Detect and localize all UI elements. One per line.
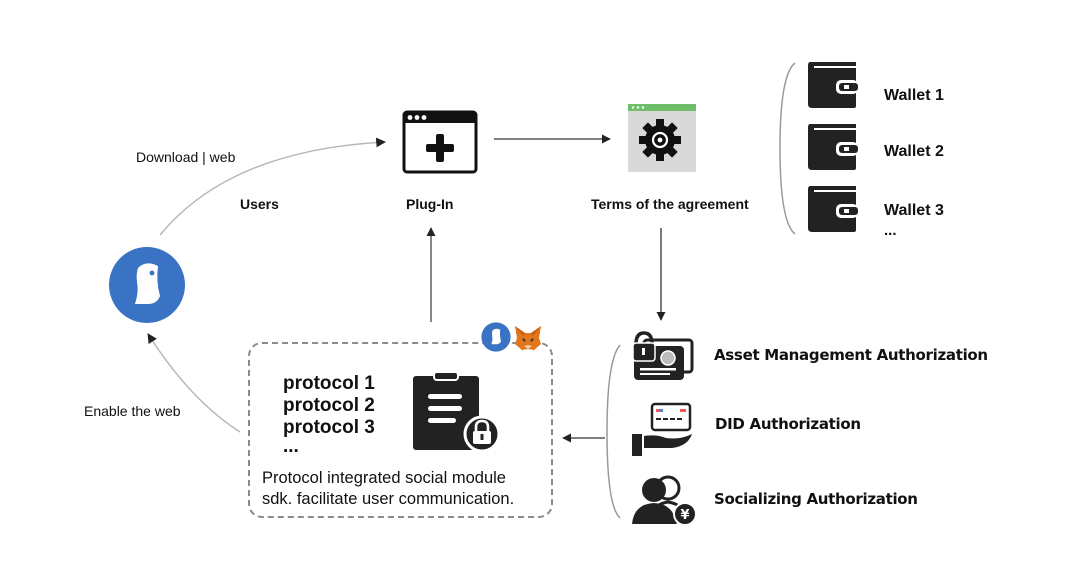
users-label: Users <box>240 196 279 212</box>
protocol-more: ... <box>283 436 299 457</box>
protocol-description-line1: Protocol integrated social module <box>262 469 506 487</box>
edge-label-enable-web: Enable the web <box>84 403 181 419</box>
users-logo-icon <box>108 246 186 324</box>
protocol-description-line2: sdk. facilitate user communication. <box>262 490 515 508</box>
wallet-label-2: Wallet 2 <box>884 143 944 160</box>
edge-users-to-plugin <box>159 137 386 236</box>
plugin-label: Plug-In <box>406 196 454 212</box>
protocol-item-2: protocol 2 <box>283 395 375 416</box>
users-yen-icon: ¥ <box>630 474 698 526</box>
edge-protocol-to-users <box>147 333 241 433</box>
card-in-hand-icon <box>630 400 696 458</box>
authorizations-bracket <box>606 344 621 519</box>
protocol-item-3: protocol 3 <box>283 417 375 438</box>
auth-label-did: DID Authorization <box>715 415 861 433</box>
wallets-more: ... <box>884 222 897 239</box>
wallet-label-1: Wallet 1 <box>884 87 944 104</box>
locked-card-icon <box>630 330 696 382</box>
clipboard-lock-icon <box>412 371 502 453</box>
svg-text:¥: ¥ <box>680 508 689 523</box>
wallet-icon <box>806 184 860 234</box>
wallets-bracket <box>779 62 796 235</box>
metamask-fox-icon <box>513 324 543 352</box>
terms-label: Terms of the agreement <box>591 196 749 212</box>
wallet-label-3: Wallet 3 <box>884 202 944 219</box>
auth-label-asset-management: Asset Management Authorization <box>714 346 988 364</box>
auth-label-socializing: Socializing Authorization <box>714 490 918 508</box>
protocol-item-1: protocol 1 <box>283 373 375 394</box>
wallet-icon <box>806 122 860 172</box>
settings-gear-window-icon <box>628 104 696 172</box>
edge-label-download-web: Download | web <box>136 149 236 165</box>
penguin-logo-badge-icon <box>481 322 511 352</box>
browser-plus-icon <box>402 110 478 174</box>
protocol-module-box <box>248 342 553 518</box>
wallet-icon <box>806 60 860 110</box>
